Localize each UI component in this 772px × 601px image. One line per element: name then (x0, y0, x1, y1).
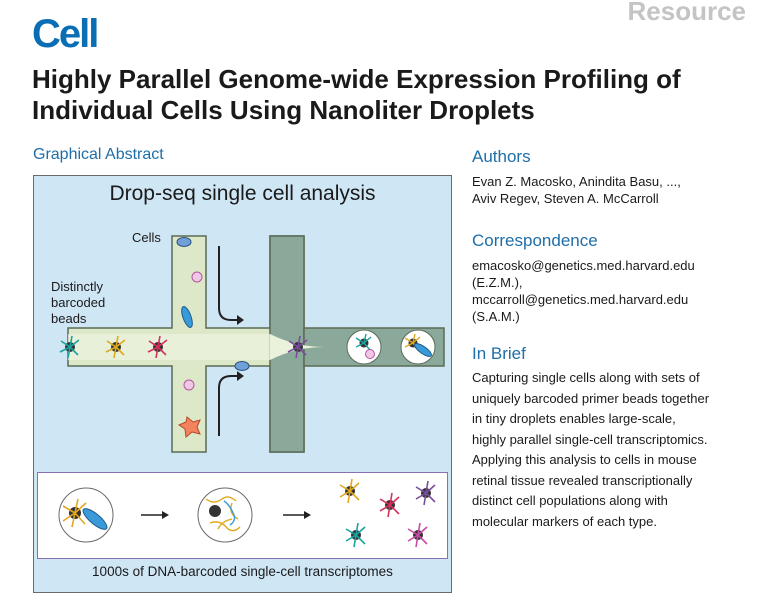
flow-arrow-top (218, 246, 239, 321)
authors-heading: Authors (472, 147, 531, 166)
email-link-1[interactable]: emacosko@genetics.med.harvard.edu (472, 258, 695, 273)
in-brief-section: In Brief Capturing single cells along wi… (472, 343, 762, 532)
journal-logo: Cell (32, 12, 99, 56)
cell-icon (191, 271, 203, 283)
cell-icon (183, 379, 195, 391)
droplet-icon (346, 329, 382, 365)
authors-line2: Aviv Regev, Steven A. McCarroll (472, 191, 659, 206)
barcoded-bead-icon (339, 478, 360, 504)
barcoded-bead-icon (407, 522, 428, 548)
arrow-right-icon (141, 511, 169, 519)
graphical-abstract-heading: Graphical Abstract (33, 146, 164, 163)
flow-arrowhead-top (237, 315, 244, 325)
in-brief-line: in tiny droplets enables large-scale, (472, 411, 676, 426)
barcoded-bead-icon (147, 335, 168, 359)
bead-stream (68, 334, 270, 360)
in-brief-heading: In Brief (472, 344, 526, 363)
graphical-abstract-figure: Drop-seq single cell analysis Cells Dist… (33, 175, 452, 593)
in-brief-line: retinal tissue revealed transcriptionall… (472, 472, 693, 488)
droplet-with-cell-icon (58, 487, 114, 543)
arrow-right-icon (283, 511, 311, 519)
in-brief-line: distinct cell populations along with (472, 493, 668, 508)
diagram-caption: 1000s of DNA-barcoded single-cell transc… (92, 564, 393, 579)
diagram-title: Drop-seq single cell analysis (109, 182, 376, 205)
barcoded-bead-icon (345, 522, 366, 548)
beads-label-line2: barcoded (51, 295, 106, 310)
barcoded-bead-icon (105, 335, 126, 359)
article-type-label: Resource (627, 0, 747, 26)
correspondence-heading: Correspondence (472, 231, 598, 250)
in-brief-line: Applying this analysis to cells in mouse (472, 452, 697, 467)
in-brief-line: molecular markers of each type. (472, 513, 657, 529)
barcoded-bead-icon (287, 335, 308, 359)
barcoded-bead-icon (415, 480, 436, 506)
beads-label-line1: Distinctly (51, 279, 104, 294)
barcoded-bead-icon (379, 492, 400, 518)
in-brief-line: Capturing single cells along with sets o… (472, 370, 700, 385)
dropseq-diagram (59, 235, 445, 453)
flow-arrowhead-bottom (237, 371, 244, 381)
initials-2: (S.A.M.) (472, 309, 520, 324)
authors-line1: Evan Z. Macosko, Anindita Basu, ..., (472, 174, 681, 189)
flow-arrow-bottom (218, 375, 239, 436)
workflow-diagram (58, 478, 436, 548)
lysed-droplet-icon (197, 487, 253, 543)
cell-icon (234, 361, 250, 371)
article-title: Highly Parallel Genome-wide Expression P… (32, 64, 681, 125)
authors-section: Authors Evan Z. Macosko, Anindita Basu, … (472, 146, 762, 207)
cell-icon (176, 237, 192, 247)
in-brief-line: uniquely barcoded primer beads together (472, 390, 710, 406)
cell-icon (181, 306, 193, 328)
email-link-2[interactable]: mccarroll@genetics.med.harvard.edu (472, 292, 689, 307)
droplet-icon (400, 329, 436, 365)
neuron-cell-icon (177, 416, 201, 438)
initials-1: (E.Z.M.), (472, 275, 523, 290)
cells-label: Cells (132, 230, 161, 245)
correspondence-section: Correspondence emacosko@genetics.med.har… (472, 230, 762, 325)
workflow-panel (37, 472, 448, 559)
in-brief-line: highly parallel single-cell transcriptom… (472, 431, 708, 447)
beads-label-line3: beads (51, 311, 87, 326)
barcoded-bead-icon (59, 335, 80, 359)
